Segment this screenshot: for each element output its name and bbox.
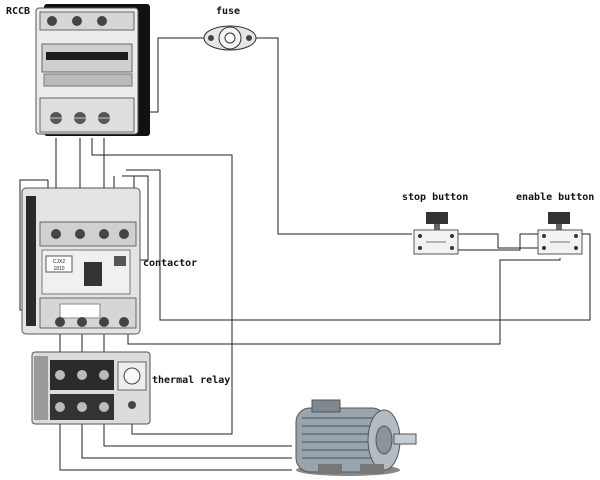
wire-enable-return	[127, 258, 561, 345]
wire-motor-u	[59, 415, 292, 471]
wire-stop-to-enable-top	[458, 233, 538, 249]
motor-device	[295, 399, 417, 476]
contactor-label: contactor	[143, 258, 198, 269]
rccb-breaker	[35, 4, 150, 136]
enable-button-label: enable button	[516, 192, 595, 203]
stop-button-device	[413, 212, 459, 255]
wire-neutral	[91, 138, 233, 435]
fuse-device	[203, 25, 257, 51]
wire-motor-w	[103, 415, 292, 447]
stop-button-label: stop button	[402, 192, 469, 203]
wire-enable-right	[126, 169, 591, 321]
wire-coil	[122, 175, 149, 261]
contactor-device: CJX2 1810	[21, 187, 141, 335]
enable-button-device	[537, 212, 583, 255]
contactor-model-mark: 1810	[53, 266, 64, 272]
wire-stop-to-enable-bottom	[458, 233, 538, 251]
fuse-label: fuse	[216, 6, 241, 17]
wire-fuse-to-stop	[253, 37, 412, 235]
thermal-relay-label: thermal relay	[152, 375, 231, 386]
contactor-brand-mark: CJX2	[53, 259, 65, 265]
thermal-relay-device	[31, 351, 151, 425]
wire-rccb-to-fuse	[142, 37, 207, 113]
rccb-label: RCCB	[6, 6, 31, 17]
wire-motor-v	[81, 415, 292, 459]
